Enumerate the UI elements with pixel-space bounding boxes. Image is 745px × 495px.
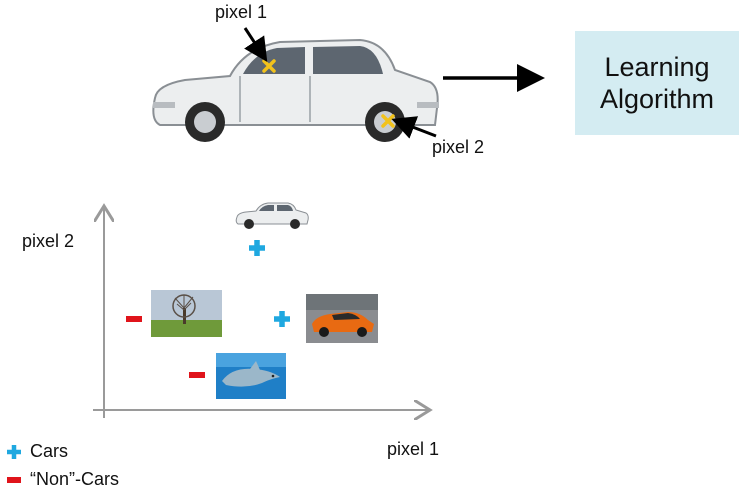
- minus-marker-icon: [189, 372, 205, 378]
- dolphin-image: [216, 353, 286, 399]
- box-line1: Learning: [604, 52, 710, 82]
- pixel2-label: pixel 2: [432, 137, 485, 157]
- minus-icon: [7, 476, 21, 483]
- legend-noncars-label: “Non”-Cars: [30, 469, 120, 489]
- pixel1-label: pixel 1: [215, 2, 268, 22]
- tree-image: [151, 290, 222, 337]
- car-image-small: [235, 202, 309, 229]
- plus-icon: [7, 444, 21, 459]
- pixel2-marker-icon: [381, 114, 395, 128]
- sports-car-image: [306, 294, 378, 343]
- x-axis-label: pixel 1: [387, 439, 440, 459]
- plus-marker-icon: [274, 311, 290, 327]
- plus-marker-icon: [249, 240, 265, 256]
- minus-marker-icon: [126, 316, 142, 322]
- legend-cars: Cars: [6, 441, 68, 462]
- legend-noncars: “Non”-Cars: [6, 469, 119, 490]
- box-line2: Algorithm: [599, 84, 715, 114]
- learning-algorithm-box: Learning Algorithm: [575, 31, 739, 135]
- legend-cars-label: Cars: [30, 441, 69, 461]
- y-axis-label: pixel 2: [22, 231, 75, 251]
- pixel1-marker-icon: [262, 59, 276, 73]
